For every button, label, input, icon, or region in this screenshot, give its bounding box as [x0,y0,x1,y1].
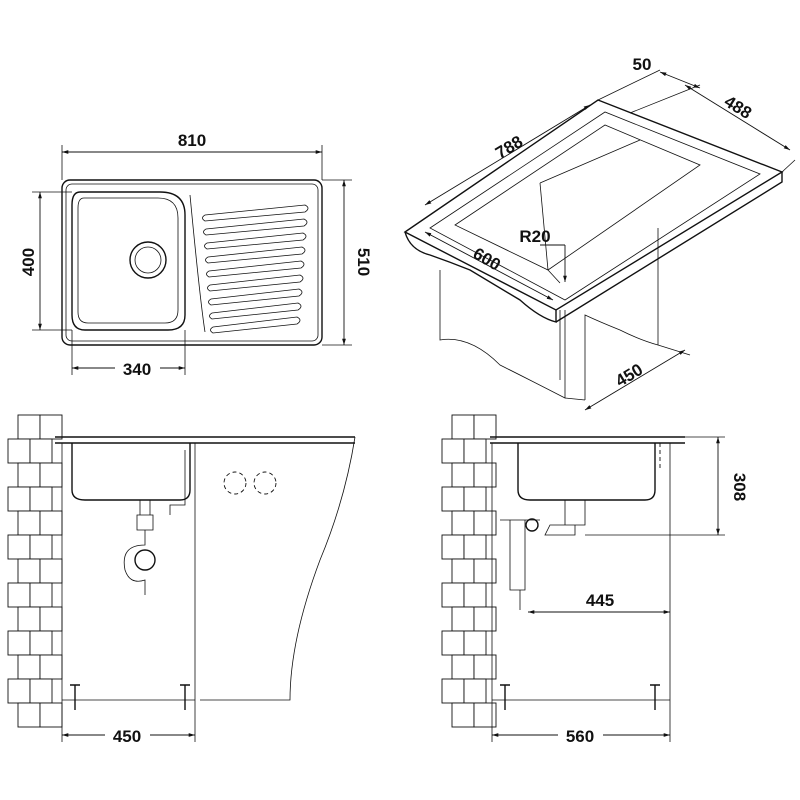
brick [7,630,31,656]
dim-308: 308 [730,473,749,501]
drainboard-groove [202,204,309,222]
brick [39,462,63,488]
dim-400: 400 [19,248,38,276]
drainboard-groove [205,246,306,264]
brick-wall [7,414,63,728]
sink-outline [61,179,323,346]
drain-icon [129,241,167,279]
brick [473,414,497,440]
brick-wall [441,414,497,728]
overflow-hole [223,471,247,495]
brick [17,462,41,488]
brick [17,414,41,440]
sink-bowl-side [517,443,656,501]
brick [7,582,31,608]
dim-810: 810 [178,131,206,150]
brick [441,630,465,656]
brick [39,414,63,440]
brick [463,582,487,608]
brick [441,486,465,512]
drainboard-groove [207,274,304,292]
drainboard-groove [206,260,305,278]
brick [463,678,487,704]
brick [451,606,475,632]
brick [39,510,63,536]
brick [441,438,465,464]
plan-view: 810 400 510 340 [19,131,373,379]
front-view: 450 [7,414,356,746]
dim-340: 340 [123,360,151,379]
drainboard-groove [208,288,303,306]
brick [17,606,41,632]
overflow-hole [253,471,277,495]
brick [39,702,63,728]
dim-450-iso: 450 [612,360,646,391]
brick [17,654,41,680]
brick [451,462,475,488]
brick [29,630,53,656]
brick [441,678,465,704]
brick [463,630,487,656]
brick [17,558,41,584]
drainboard-groove [210,316,301,334]
brick [7,438,31,464]
brick [29,438,53,464]
brick [7,678,31,704]
dim-560: 560 [566,727,594,746]
brick [7,486,31,512]
brick [463,438,487,464]
brick [473,462,497,488]
brick [473,510,497,536]
brick [29,678,53,704]
brick [473,654,497,680]
dim-50: 50 [633,55,652,74]
brick [473,702,497,728]
brick [29,486,53,512]
brick [29,582,53,608]
dim-r20: R20 [519,227,550,246]
brick [17,702,41,728]
drainboard-groove [204,232,307,250]
drainboard-groove [203,218,308,236]
brick [473,558,497,584]
brick [463,486,487,512]
dim-450-front: 450 [113,727,141,746]
sink-bowl-front [71,443,191,501]
drainboard-groove [209,302,302,320]
brick [39,654,63,680]
brick [441,534,465,560]
brick [39,606,63,632]
dim-445: 445 [586,591,614,610]
brick [451,414,475,440]
sink-bowl [71,191,186,331]
brick [451,654,475,680]
brick [17,510,41,536]
brick [451,558,475,584]
brick [7,534,31,560]
side-view: 308 445 560 [441,414,749,746]
brick [463,534,487,560]
brick [451,510,475,536]
brick [441,582,465,608]
drainboard-grooves [202,204,309,334]
brick [39,558,63,584]
dim-488: 488 [721,92,755,123]
isometric-view: 788 50 488 R20 600 450 [403,55,796,411]
brick [29,534,53,560]
brick [451,702,475,728]
brick [473,606,497,632]
dim-788: 788 [492,132,526,163]
dim-510: 510 [354,248,373,276]
dim-600: 600 [470,244,504,275]
countertop-top [403,99,784,311]
